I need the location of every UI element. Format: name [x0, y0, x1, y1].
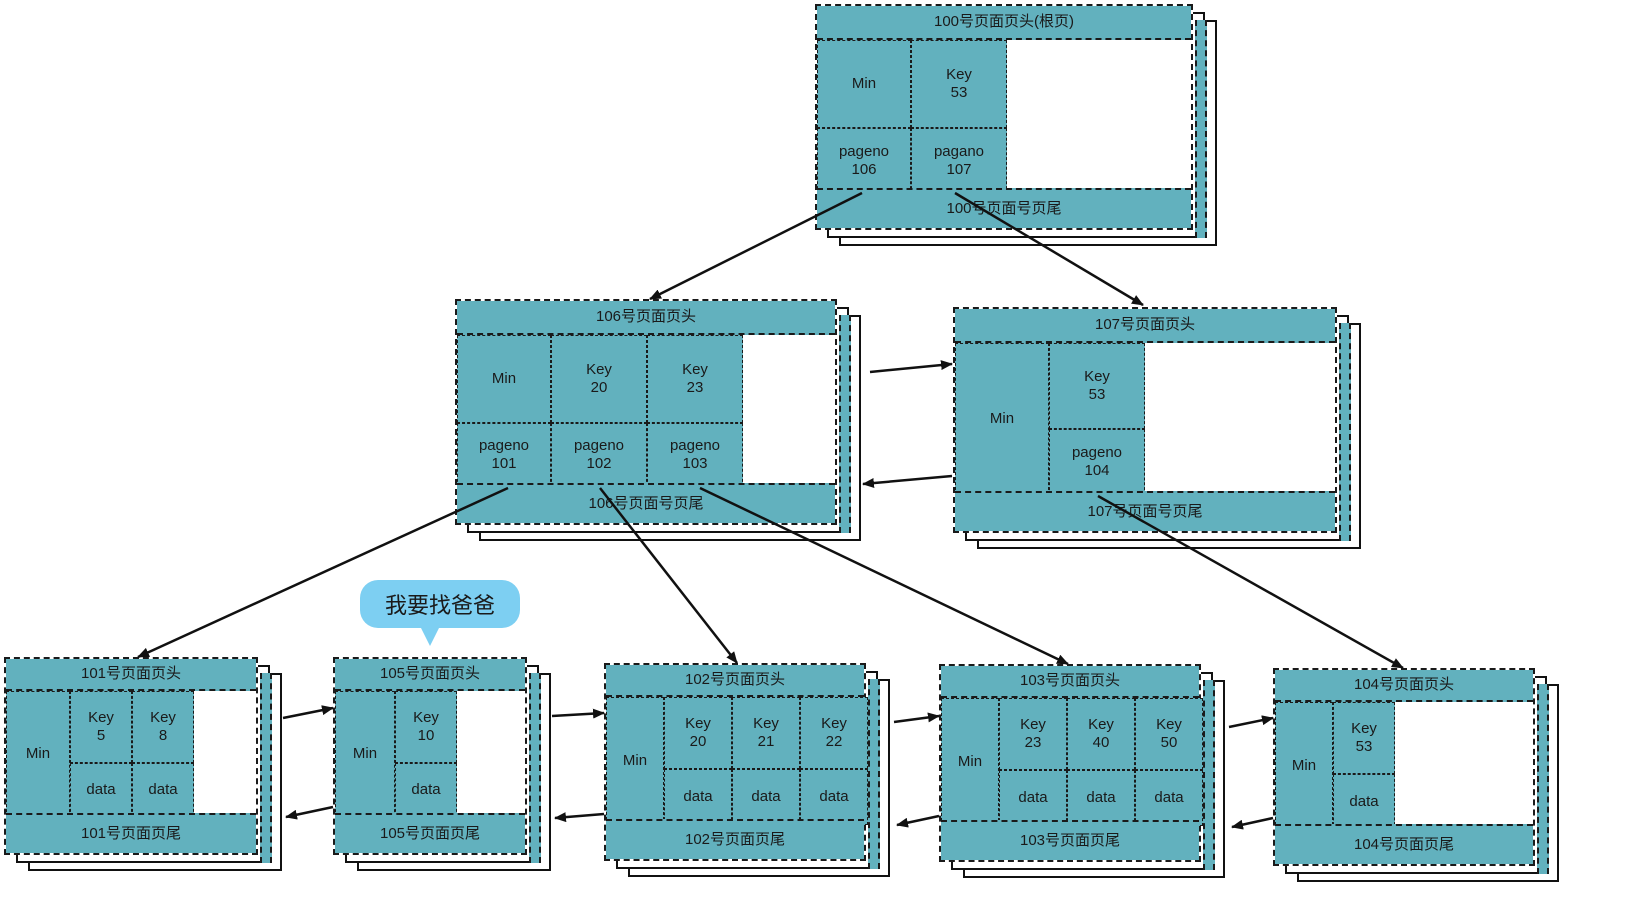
page-edge-strip: [260, 673, 272, 863]
page-header: 102号页面页头: [606, 665, 864, 697]
key-cell: Key 22: [800, 697, 868, 769]
pageno-cell: pageno 101: [457, 423, 551, 487]
pageno-cell: pageno 106: [817, 128, 911, 194]
page-footer: 106号页面号页尾: [457, 483, 835, 523]
page-edge-strip: [1203, 680, 1215, 870]
min-cell: Min: [6, 691, 70, 817]
min-cell: Min: [817, 40, 911, 128]
pageno-cell: pagano 107: [911, 128, 1007, 194]
page-footer: 107号页面号页尾: [955, 491, 1335, 531]
min-cell: Min: [941, 698, 999, 826]
page-edge-strip: [1537, 684, 1549, 874]
page-footer: 102号页面页尾: [606, 819, 864, 859]
data-cell: data: [1067, 770, 1135, 826]
key-cell: Key 53: [1333, 702, 1395, 774]
data-cell: data: [395, 763, 457, 817]
key-cell: Key 23: [647, 335, 743, 423]
min-cell: Min: [457, 335, 551, 423]
data-cell: data: [999, 770, 1067, 826]
page-footer: 105号页面页尾: [335, 813, 525, 853]
speech-bubble: 我要找爸爸: [360, 580, 520, 646]
page-edge-strip: [529, 673, 541, 863]
pageno-cell: pageno 104: [1049, 429, 1145, 495]
page-header: 101号页面页头: [6, 659, 256, 691]
page-footer: 103号页面页尾: [941, 820, 1199, 860]
key-cell: Key 20: [664, 697, 732, 769]
key-cell: Key 53: [1049, 343, 1145, 429]
data-cell: data: [1135, 770, 1203, 826]
page-edge-strip: [1339, 323, 1351, 541]
page-edge-strip: [839, 315, 851, 533]
key-cell: Key 40: [1067, 698, 1135, 770]
key-cell: Key 21: [732, 697, 800, 769]
page-header: 103号页面页头: [941, 666, 1199, 698]
data-cell: data: [70, 763, 132, 817]
page-footer: 100号页面号页尾: [817, 188, 1191, 228]
data-cell: data: [132, 763, 194, 817]
key-cell: Key 23: [999, 698, 1067, 770]
page-header: 105号页面页头: [335, 659, 525, 691]
pageno-cell: pageno 103: [647, 423, 743, 487]
data-cell: data: [1333, 774, 1395, 830]
pageno-cell: pageno 102: [551, 423, 647, 487]
page-header: 106号页面页头: [457, 301, 835, 335]
key-cell: Key 20: [551, 335, 647, 423]
key-cell: Key 8: [132, 691, 194, 763]
page-footer: 101号页面页尾: [6, 813, 256, 853]
key-cell: Key 10: [395, 691, 457, 763]
page-edge-strip: [1195, 20, 1207, 238]
min-cell: Min: [606, 697, 664, 825]
data-cell: data: [664, 769, 732, 825]
min-cell: Min: [955, 343, 1049, 495]
page-edge-strip: [868, 679, 880, 869]
data-cell: data: [800, 769, 868, 825]
min-cell: Min: [1275, 702, 1333, 830]
page-header: 100号页面页头(根页): [817, 6, 1191, 40]
key-cell: Key 53: [911, 40, 1007, 128]
page-header: 107号页面页头: [955, 309, 1335, 343]
key-cell: Key 50: [1135, 698, 1203, 770]
data-cell: data: [732, 769, 800, 825]
key-cell: Key 5: [70, 691, 132, 763]
page-footer: 104号页面页尾: [1275, 824, 1533, 864]
min-cell: Min: [335, 691, 395, 817]
page-header: 104号页面页头: [1275, 670, 1533, 702]
